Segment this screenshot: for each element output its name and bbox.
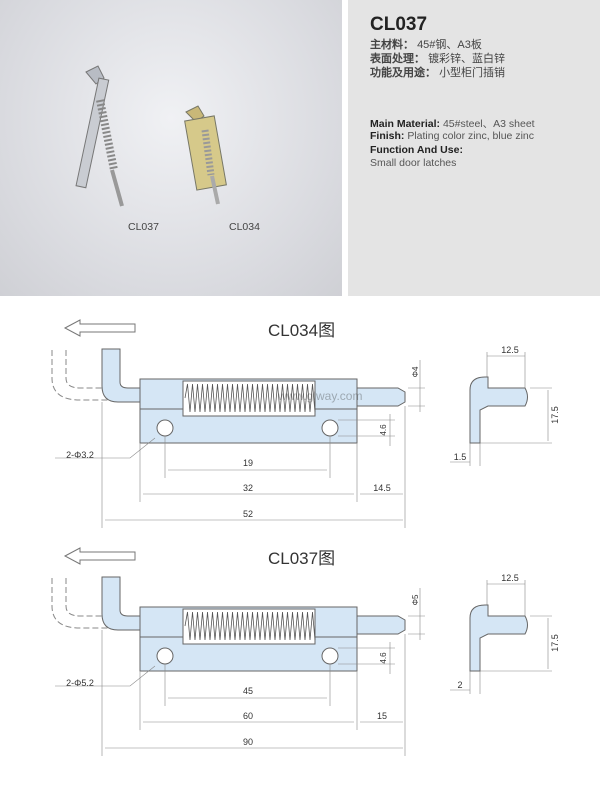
photo-caption-cl037: CL037 [128, 221, 159, 233]
en-finish-value: Plating color zinc, blue zinc [407, 130, 534, 142]
en-use-label: Function And Use: [370, 144, 463, 156]
product-photo [75, 65, 227, 207]
technical-drawings: CL034图 2-Φ3.2 Φ4 4.6 19 32 14.5 52 12.5 17.5 1.5 C… [51, 319, 560, 756]
body-length: 32 [243, 483, 253, 493]
cn-material-label: 主材料： [370, 39, 414, 51]
hole-spacing: 45 [243, 686, 253, 696]
spring [184, 611, 316, 641]
cn-material: 主材料： 45#钢、A3板 [370, 36, 482, 52]
body-length: 60 [243, 711, 253, 721]
total-length: 52 [243, 509, 253, 519]
photo-caption-cl034: CL034 [229, 221, 260, 233]
hole-note: 2-Φ3.2 [66, 450, 94, 460]
hole-offset: 4.6 [379, 652, 388, 664]
cn-finish-value: 镀彩锌、蓝白锌 [428, 53, 506, 65]
handle-open-position [51, 578, 140, 629]
mount-hole [156, 419, 174, 437]
cl034-photo [184, 105, 227, 205]
cn-finish-label: 表面处理： [370, 53, 425, 65]
spec-panel: CL037 主材料： 45#钢、A3板 表面处理： 镀彩锌、蓝白锌 功能及用途：… [348, 0, 600, 296]
drawing-title: CL037图 [268, 549, 335, 568]
product-code: CL037 [370, 14, 428, 35]
en-material-label: Main Material: [370, 118, 441, 130]
en-material: Main Material: 45#steel、A3 sheet [370, 116, 535, 131]
dimension-lines [55, 352, 552, 528]
pin [356, 615, 406, 635]
pin-extension: 15 [377, 711, 387, 721]
en-use-value: Small door latches [370, 157, 457, 169]
en-finish: Finish: Plating color zinc, blue zinc [370, 130, 534, 142]
direction-arrow-icon [63, 547, 136, 565]
en-finish-label: Finish: [370, 130, 405, 142]
hole-note: 2-Φ5.2 [66, 678, 94, 688]
direction-arrow-icon [63, 319, 136, 337]
side-height: 17.5 [550, 634, 560, 652]
en-material-value: 45#steel、A3 sheet [442, 118, 535, 130]
mount-hole [321, 419, 339, 437]
mount-hole [321, 647, 339, 665]
drawing-title: CL034图 [268, 321, 335, 340]
mount-hole [156, 647, 174, 665]
cn-use-label: 功能及用途： [370, 67, 436, 79]
hole-offset: 4.6 [379, 424, 388, 436]
plate-thickness: 1.5 [454, 452, 467, 462]
drawing-cl037: CL037图 2-Φ5.2 Φ5 4.6 45 60 15 90 12.5 17.5 2 [51, 547, 560, 756]
handle-open-position [51, 350, 140, 401]
spring [184, 383, 316, 413]
cn-material-value: 45#钢、A3板 [417, 39, 482, 51]
dimension-lines [55, 580, 552, 756]
drawing-cl034: CL034图 2-Φ3.2 Φ4 4.6 19 32 14.5 52 12.5 17.5 1.5 [51, 319, 560, 528]
side-view [469, 376, 528, 444]
cl037-photo [75, 65, 124, 207]
cn-finish: 表面处理： 镀彩锌、蓝白锌 [370, 50, 505, 66]
pin-diameter: Φ4 [411, 366, 420, 377]
total-length: 90 [243, 737, 253, 747]
side-height: 17.5 [550, 406, 560, 424]
cn-use-value: 小型柜门插销 [439, 67, 506, 79]
pin-extension: 14.5 [373, 483, 391, 493]
en-use: Function And Use: [370, 144, 463, 156]
pin [356, 387, 406, 407]
product-photo-panel: CL037 CL034 [0, 0, 342, 296]
pin-diameter: Φ5 [411, 594, 420, 605]
plate-thickness: 2 [457, 680, 462, 690]
side-view [469, 604, 528, 672]
hole-spacing: 19 [243, 458, 253, 468]
side-width: 12.5 [501, 573, 519, 583]
watermark: www.glway.com [277, 389, 362, 403]
side-width: 12.5 [501, 345, 519, 355]
handle [101, 348, 141, 403]
cn-use: 功能及用途： 小型柜门插销 [370, 64, 505, 80]
handle [101, 576, 141, 631]
